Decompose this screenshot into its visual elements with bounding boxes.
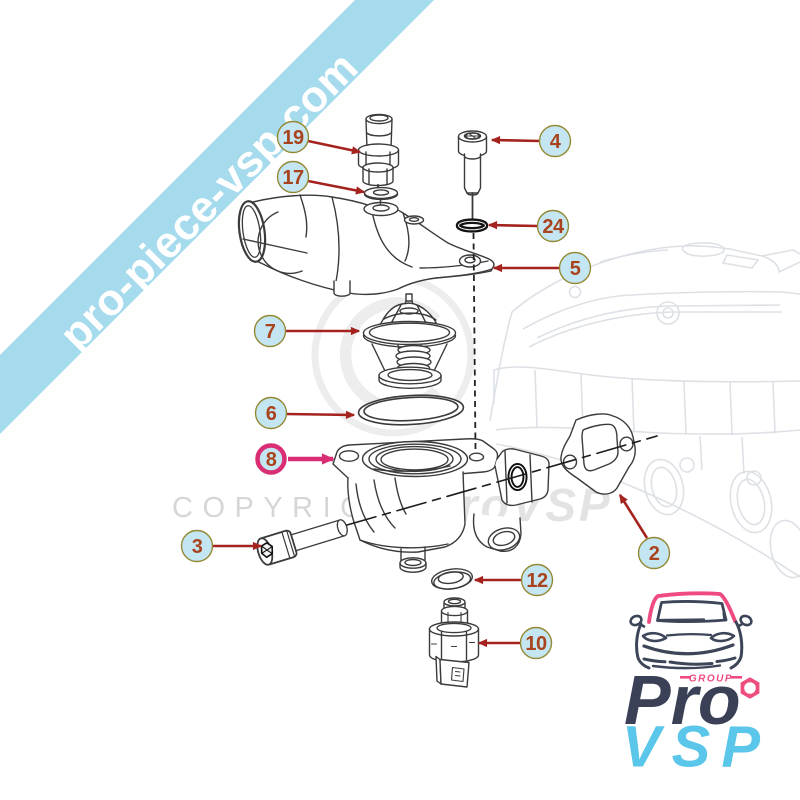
svg-text:4: 4 xyxy=(550,131,562,153)
svg-text:10: 10 xyxy=(525,633,547,655)
svg-text:8: 8 xyxy=(266,449,277,471)
svg-text:24: 24 xyxy=(542,216,565,238)
svg-text:GROUP: GROUP xyxy=(689,674,733,685)
svg-text:6: 6 xyxy=(266,403,277,425)
svg-text:5: 5 xyxy=(570,258,581,280)
svg-text:VSP: VSP xyxy=(622,715,771,780)
svg-text:Pro: Pro xyxy=(624,661,741,739)
svg-text:7: 7 xyxy=(265,321,276,343)
svg-text:12: 12 xyxy=(526,570,548,592)
svg-text:3: 3 xyxy=(192,536,203,558)
svg-text:2: 2 xyxy=(649,543,660,565)
svg-text:19: 19 xyxy=(282,127,304,149)
svg-text:17: 17 xyxy=(282,167,304,189)
